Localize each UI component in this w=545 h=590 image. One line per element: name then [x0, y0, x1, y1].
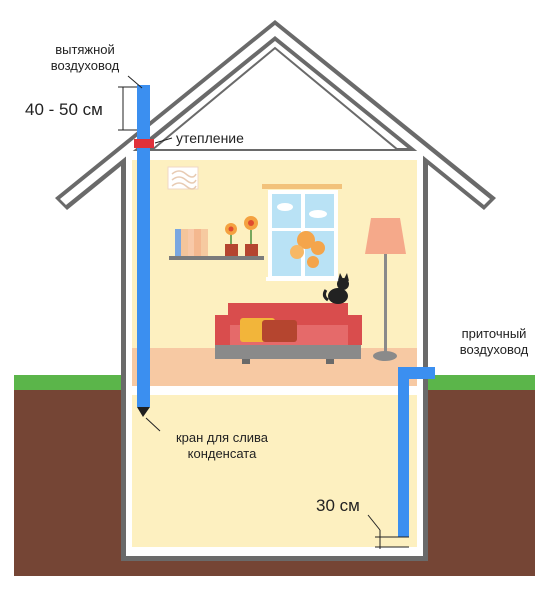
exhaust-duct: [137, 85, 150, 407]
flower-icon: [225, 216, 258, 256]
supply-duct-label-line2: воздуховод: [459, 342, 529, 357]
supply-height-label: 30 см: [316, 496, 360, 515]
condensate-tap-label: кран для слива конденсата: [162, 430, 282, 462]
tap-leader: [145, 417, 161, 432]
sofa-icon: [215, 303, 362, 364]
floor-slab: [126, 386, 423, 395]
supply-duct-vertical: [398, 367, 409, 537]
supply-height-dimension: [367, 514, 409, 549]
insulation-marker: [134, 139, 154, 148]
window-icon: [262, 184, 342, 281]
condensate-tap-label-line2: конденсата: [187, 446, 257, 461]
shelf-with-books: [169, 229, 264, 260]
exhaust-leader: [127, 75, 143, 89]
cat-icon: [322, 273, 349, 304]
exhaust-duct-label: вытяжной воздуховод: [30, 42, 140, 74]
insulation-leader: [154, 137, 173, 144]
supply-duct-label: приточный воздуховод: [446, 326, 542, 358]
exhaust-duct-label-line1: вытяжной: [55, 42, 115, 57]
grass-left: [14, 375, 121, 390]
exhaust-duct-label-line2: воздуховод: [50, 58, 120, 73]
vent-grille-icon: [167, 166, 199, 190]
condensate-tap-label-line1: кран для слива: [175, 430, 269, 445]
basement: [132, 395, 417, 547]
lamp-icon: [365, 218, 406, 361]
grass-right: [428, 375, 535, 390]
insulation-label: утепление: [176, 130, 244, 146]
height-above-roof-label: 40 - 50 см: [25, 100, 103, 119]
condensate-tap: [137, 407, 150, 417]
attic: [149, 46, 401, 151]
height-dimension: [118, 86, 137, 131]
supply-duct-label-line1: приточный: [461, 326, 527, 341]
